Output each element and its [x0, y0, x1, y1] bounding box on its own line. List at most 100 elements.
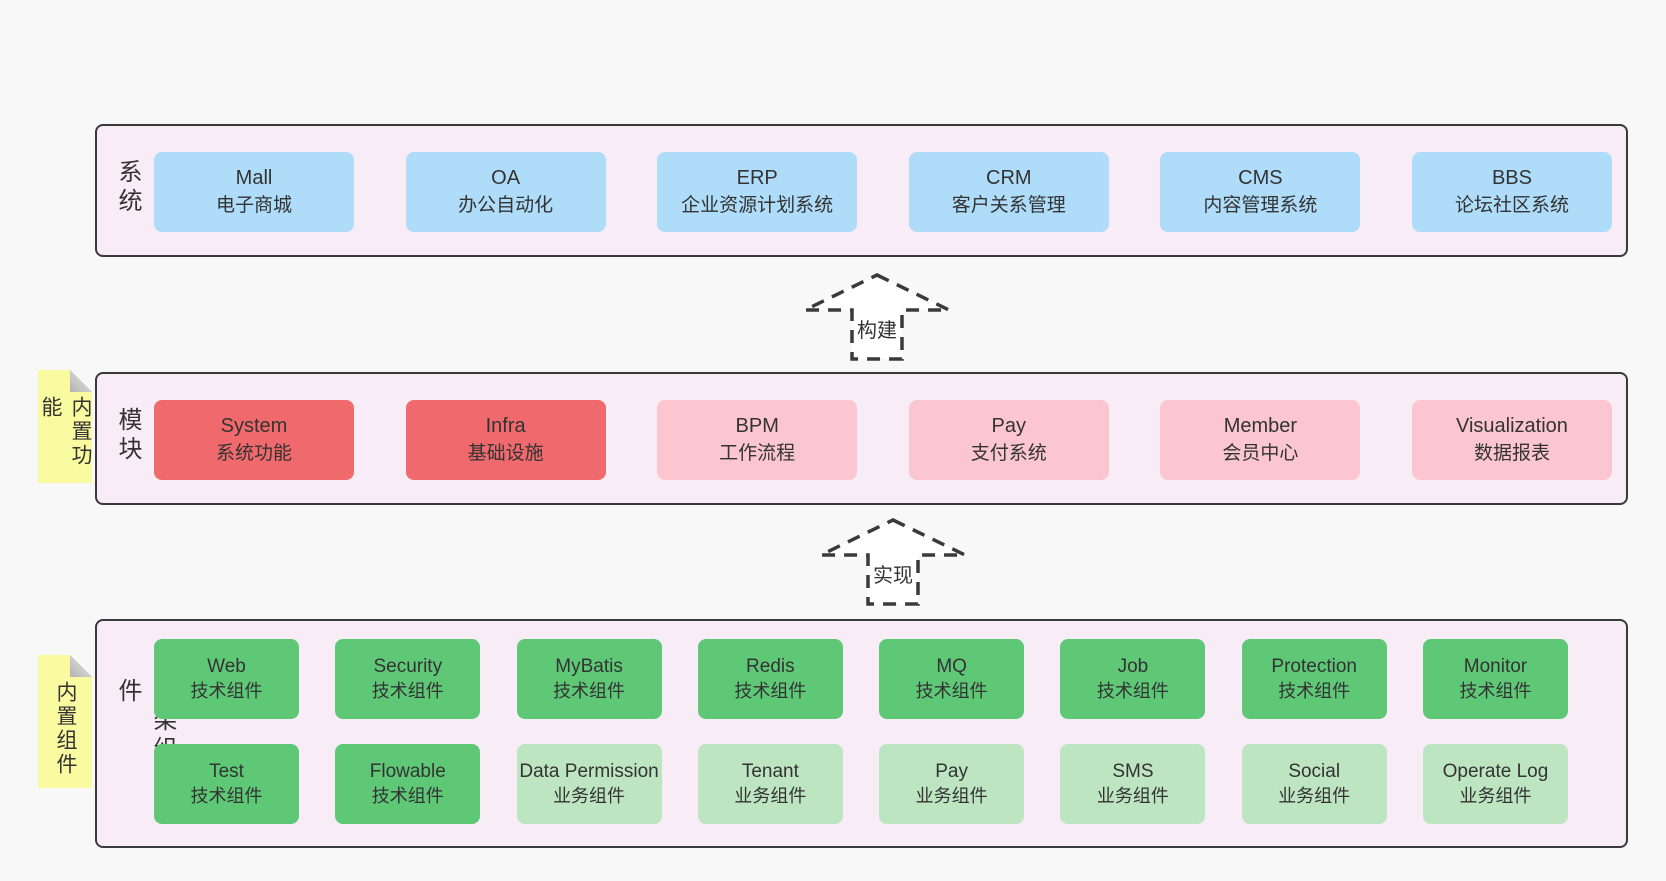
box-subtitle: 技术组件 [553, 680, 626, 701]
box-redis: Redis 技术组件 [697, 639, 843, 719]
box-title: Test [209, 760, 244, 782]
up-arrow-icon [804, 273, 950, 361]
box-job: Job 技术组件 [1060, 639, 1206, 719]
box-title: CRM [986, 167, 1032, 190]
box-title: Social [1288, 760, 1341, 782]
folded-corner-icon [70, 655, 92, 677]
box-subtitle: 电子商城 [215, 194, 292, 216]
box-operate-log: Operate Log 业务组件 [1422, 744, 1568, 824]
box-subtitle: 数据报表 [1473, 442, 1550, 464]
box-title: Tenant [741, 760, 799, 782]
business-systems-row: Mall 电子商城 OA 办公自动化 ERP 企业资源计划系统 CRM 客户关系… [97, 152, 1626, 232]
box-title: ERP [736, 167, 778, 190]
box-title: Pay [991, 415, 1027, 438]
box-title: System [220, 415, 288, 438]
box-title: Job [1117, 655, 1149, 677]
box-subtitle: 业务组件 [1096, 785, 1169, 806]
common-modules-row: System 系统功能 Infra 基础设施 BPM 工作流程 Pay 支付系统… [97, 400, 1626, 480]
box-subtitle: 会员中心 [1222, 442, 1299, 464]
box-subtitle: 技术组件 [734, 680, 807, 701]
box-subtitle: 技术组件 [1459, 680, 1532, 701]
box-title: Data Permission [519, 760, 659, 782]
box-mall: Mall 电子商城 [154, 152, 354, 232]
box-subtitle: 技术组件 [371, 680, 444, 701]
box-subtitle: 论坛社区系统 [1454, 194, 1569, 216]
box-sms: SMS 业务组件 [1060, 744, 1206, 824]
box-title: Infra [485, 415, 526, 438]
box-subtitle: 技术组件 [190, 680, 263, 701]
box-title: BBS [1491, 167, 1532, 190]
box-subtitle: 工作流程 [719, 442, 796, 464]
box-mybatis: MyBatis 技术组件 [516, 639, 662, 719]
box-cms: CMS 内容管理系统 [1160, 152, 1361, 232]
up-arrow-icon [820, 518, 966, 606]
box-subtitle: 基础设施 [467, 442, 544, 464]
box-subtitle: 客户关系管理 [951, 194, 1066, 216]
box-subtitle: 技术组件 [1278, 680, 1351, 701]
box-title: Flowable [369, 760, 446, 782]
box-title: CMS [1238, 167, 1283, 190]
sticky-built-in-components: 内置组件 [38, 655, 92, 788]
box-subtitle: 内容管理系统 [1203, 194, 1318, 216]
box-flowable: Flowable 技术组件 [335, 744, 481, 824]
box-subtitle: 技术组件 [371, 785, 444, 806]
box-title: Security [373, 655, 443, 677]
box-title: Mall [235, 167, 273, 190]
box-pay-component: Pay 业务组件 [879, 744, 1025, 824]
box-data-permission: Data Permission 业务组件 [516, 744, 662, 824]
box-web: Web 技术组件 [154, 639, 299, 719]
box-subtitle: 业务组件 [1278, 785, 1351, 806]
sticky-built-in-features: 内置功能 [38, 370, 92, 483]
box-bpm: BPM 工作流程 [657, 400, 858, 480]
box-subtitle: 业务组件 [915, 785, 988, 806]
box-infra: Infra 基础设施 [405, 400, 606, 480]
box-title: Protection [1271, 655, 1357, 677]
band-business-systems: 业务系统 Mall 电子商城 OA 办公自动化 ERP 企业资源计划系统 CRM… [95, 124, 1628, 257]
box-subtitle: 技术组件 [1096, 680, 1169, 701]
box-protection: Protection 技术组件 [1241, 639, 1387, 719]
box-title: Web [207, 655, 246, 677]
box-title: Operate Log [1442, 760, 1549, 782]
box-security: Security 技术组件 [335, 639, 481, 719]
box-title: MyBatis [555, 655, 623, 677]
box-title: Pay [935, 760, 968, 782]
framework-components-row-2: Test 技术组件 Flowable 技术组件 Data Permission … [97, 744, 1626, 824]
box-title: Member [1223, 415, 1298, 438]
framework-components-row-1: Web 技术组件 Security 技术组件 MyBatis 技术组件 Redi… [97, 639, 1626, 719]
box-pay: Pay 支付系统 [908, 400, 1109, 480]
box-subtitle: 支付系统 [970, 442, 1047, 464]
arrow-build-label: 构建 [857, 320, 897, 342]
box-subtitle: 技术组件 [915, 680, 988, 701]
box-title: MQ [936, 655, 967, 677]
arrow-build: 构建 [802, 272, 952, 362]
box-member: Member 会员中心 [1160, 400, 1361, 480]
box-monitor: Monitor 技术组件 [1422, 639, 1568, 719]
box-subtitle: 企业资源计划系统 [681, 194, 834, 216]
box-visualization: Visualization 数据报表 [1411, 400, 1612, 480]
band-framework-components: 框架组件 Web 技术组件 Security 技术组件 MyBatis 技术组件… [95, 619, 1628, 848]
box-social: Social 业务组件 [1241, 744, 1387, 824]
box-oa: OA 办公自动化 [405, 152, 606, 232]
box-title: SMS [1112, 760, 1154, 782]
box-subtitle: 业务组件 [734, 785, 807, 806]
box-tenant: Tenant 业务组件 [697, 744, 843, 824]
arrow-implement: 实现 [818, 517, 968, 607]
box-title: Redis [746, 655, 795, 677]
box-subtitle: 业务组件 [553, 785, 626, 806]
box-bbs: BBS 论坛社区系统 [1411, 152, 1612, 232]
sticky-text: 内置组件 [54, 681, 77, 777]
band-common-modules: 通用模块 System 系统功能 Infra 基础设施 BPM 工作流程 Pay… [95, 372, 1628, 505]
box-mq: MQ 技术组件 [879, 639, 1025, 719]
box-subtitle: 系统功能 [215, 442, 292, 464]
folded-corner-icon [70, 370, 92, 392]
box-erp: ERP 企业资源计划系统 [657, 152, 858, 232]
box-title: OA [491, 167, 521, 190]
box-title: Monitor [1463, 655, 1528, 677]
box-title: BPM [735, 415, 779, 438]
box-subtitle: 技术组件 [190, 785, 263, 806]
box-system: System 系统功能 [154, 400, 354, 480]
box-subtitle: 业务组件 [1459, 785, 1532, 806]
arrow-implement-label: 实现 [873, 565, 913, 587]
box-test: Test 技术组件 [154, 744, 299, 824]
